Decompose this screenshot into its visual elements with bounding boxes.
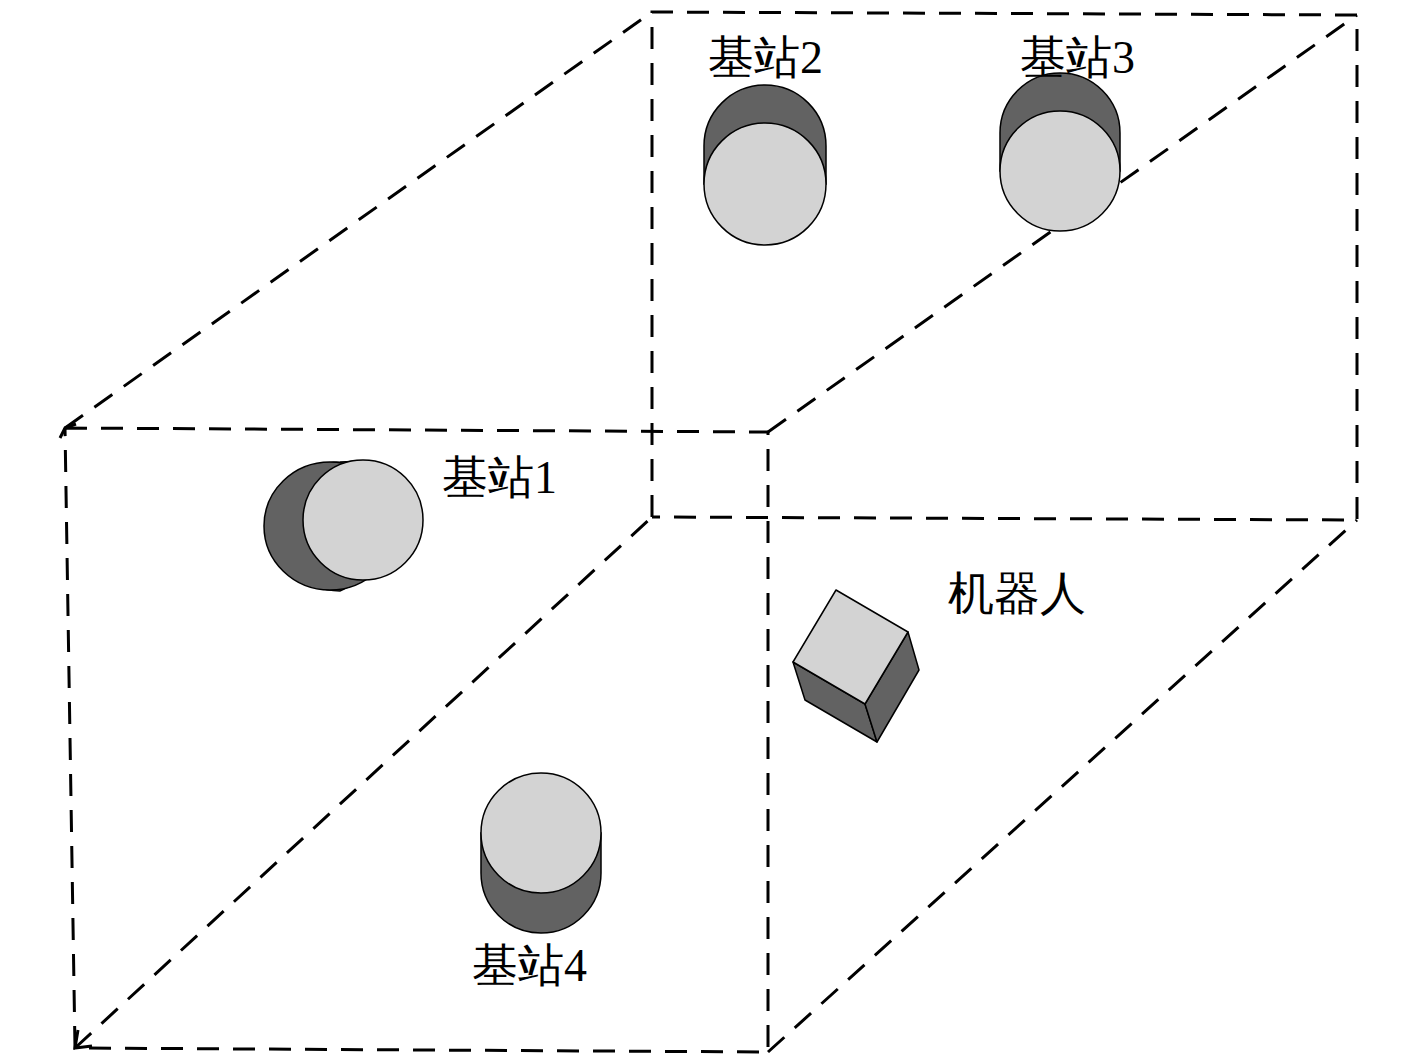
back-face xyxy=(652,12,1357,520)
station-label: 基站1 xyxy=(442,455,557,501)
corner-mark xyxy=(75,1030,92,1048)
front-face xyxy=(65,428,768,1052)
station-label: 基站4 xyxy=(472,943,587,989)
dashed-cuboid xyxy=(65,12,1357,1052)
base-station-3 xyxy=(1000,73,1120,231)
base-station-4 xyxy=(481,773,601,933)
station-label: 基站2 xyxy=(708,35,823,81)
corner-mark xyxy=(60,424,76,438)
station-label: 基站3 xyxy=(1020,35,1135,81)
top-right-edge xyxy=(768,15,1357,432)
bottom-right-edge xyxy=(768,520,1357,1052)
robot-label: 机器人 xyxy=(948,571,1086,617)
base-station-1 xyxy=(264,460,423,591)
robot-cube xyxy=(793,590,919,742)
corner-marks xyxy=(60,424,92,1048)
bottom-left-edge xyxy=(75,517,652,1048)
top-left-edge xyxy=(65,12,652,428)
base-station-2 xyxy=(704,85,826,245)
